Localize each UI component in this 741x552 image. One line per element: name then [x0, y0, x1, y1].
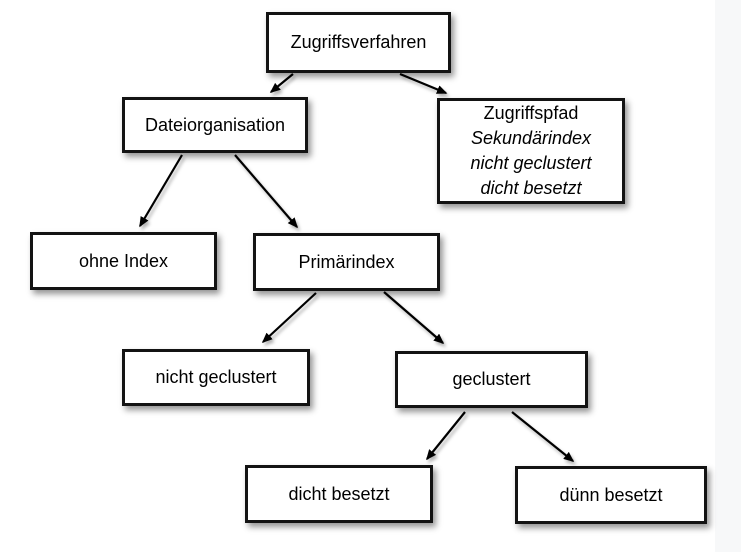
node-label: Zugriffsverfahren [290, 32, 427, 52]
node-label-line1: Zugriffspfad [483, 103, 579, 123]
node-label: dünn besetzt [559, 484, 663, 505]
node-duenn-besetzt: dünn besetzt [515, 466, 707, 524]
node-label: geclustert [452, 369, 531, 389]
node-label: Primärindex [298, 251, 395, 272]
page-right-margin [715, 0, 741, 552]
node-label: dicht besetzt [288, 483, 390, 504]
node-ohne-index: ohne Index [30, 232, 217, 290]
edge-geclustert-duenn-besetzt [511, 411, 575, 462]
node-label-line2: Sekundärindex [470, 128, 592, 148]
node-primaerindex: Primärindex [253, 233, 440, 291]
edge-primaerindex-nicht-geclustert [261, 292, 317, 344]
node-geclustert: geclustert [395, 351, 588, 408]
node-label-line4: dicht besetzt [480, 178, 582, 198]
edge-geclustert-dicht-besetzt [426, 411, 466, 461]
node-nicht-geclustert: nicht geclustert [122, 349, 310, 406]
node-label: ohne Index [78, 250, 169, 271]
edge-root-zugriffspfad [399, 72, 448, 95]
node-label: Dateiorganisation [144, 114, 286, 135]
node-zugriffspfad-sekundaerindex: Zugriffspfad Sekundärindex nicht geclust… [437, 98, 625, 204]
node-dicht-besetzt: dicht besetzt [245, 465, 433, 523]
node-zugriffsverfahren: Zugriffsverfahren [266, 12, 451, 73]
node-label: nicht geclustert [155, 367, 277, 387]
edge-dateiorganisation-ohne-index [139, 154, 183, 228]
node-label-line3: nicht geclustert [470, 153, 592, 173]
node-dateiorganisation: Dateiorganisation [122, 97, 308, 153]
edge-dateiorganisation-primaerindex [234, 154, 298, 229]
edge-primaerindex-geclustert [383, 291, 445, 344]
edge-root-dateiorganisation [269, 73, 294, 93]
